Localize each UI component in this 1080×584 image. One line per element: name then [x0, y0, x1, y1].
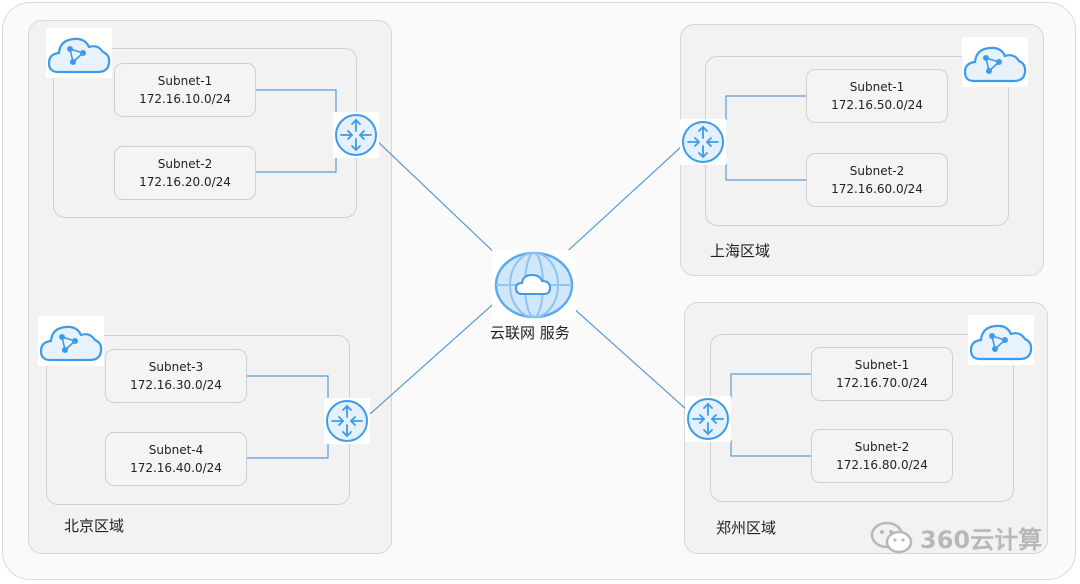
- subnet-name: Subnet-1: [157, 74, 213, 88]
- router-icon: [680, 119, 726, 165]
- subnet-box: Subnet-1 172.16.10.0/24: [114, 63, 256, 117]
- cloud-vpc-icon: [968, 315, 1034, 365]
- subnet-cidr: 172.16.50.0/24: [831, 98, 923, 112]
- subnet-cidr: 172.16.60.0/24: [831, 182, 923, 196]
- subnet-name: Subnet-2: [157, 157, 213, 171]
- subnet-box: Subnet-2 172.16.20.0/24: [114, 146, 256, 200]
- subnet-cidr: 172.16.70.0/24: [836, 376, 928, 390]
- cloud-connect-globe-icon: [492, 250, 576, 320]
- subnet-cidr: 172.16.30.0/24: [130, 378, 222, 392]
- subnet-cidr: 172.16.80.0/24: [836, 458, 928, 472]
- watermark-text: 360云计算: [920, 526, 1043, 554]
- subnet-box: Subnet-1 172.16.50.0/24: [806, 69, 948, 123]
- cloud-vpc-icon: [46, 28, 112, 78]
- ccn-service-label: 云联网 服务: [490, 324, 570, 342]
- subnet-name: Subnet-1: [854, 358, 910, 372]
- subnet-box: Subnet-3 172.16.30.0/24: [105, 349, 247, 403]
- cloud-vpc-icon: [38, 316, 104, 366]
- region-label-shanghai: 上海区域: [710, 242, 771, 260]
- cloud-vpc-icon: [962, 37, 1028, 87]
- subnet-name: Subnet-2: [854, 440, 910, 454]
- region-label-zhengzhou: 郑州区域: [716, 519, 777, 537]
- subnet-box: Subnet-1 172.16.70.0/24: [811, 347, 953, 401]
- subnet-cidr: 172.16.20.0/24: [139, 175, 231, 189]
- subnet-box: Subnet-2 172.16.80.0/24: [811, 429, 953, 483]
- watermark: 360云计算: [870, 520, 1042, 555]
- subnet-name: Subnet-1: [849, 80, 905, 94]
- subnet-cidr: 172.16.40.0/24: [130, 461, 222, 475]
- router-icon: [685, 396, 731, 442]
- subnet-box: Subnet-2 172.16.60.0/24: [806, 153, 948, 207]
- router-icon: [324, 398, 370, 444]
- router-icon: [333, 112, 379, 158]
- subnet-name: Subnet-2: [849, 164, 905, 178]
- subnet-name: Subnet-3: [148, 360, 204, 374]
- wechat-logo-icon: [870, 521, 913, 553]
- region-label-beijing: 北京区域: [64, 517, 125, 535]
- subnet-name: Subnet-4: [148, 443, 204, 457]
- subnet-cidr: 172.16.10.0/24: [139, 92, 231, 106]
- subnet-box: Subnet-4 172.16.40.0/24: [105, 432, 247, 486]
